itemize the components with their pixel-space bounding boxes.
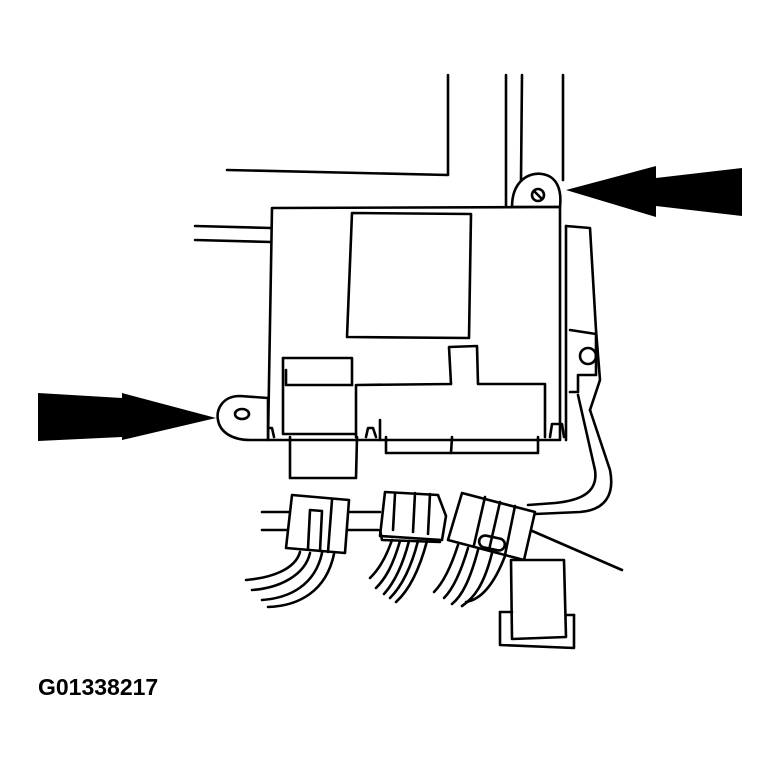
module-housing [262, 205, 602, 480]
middle-harness-connector [368, 490, 448, 604]
mounting-hole-icon [233, 407, 251, 421]
screw-icon [530, 187, 546, 203]
figure-id-label: G01338217 [38, 674, 159, 700]
right-harness-connector [432, 491, 537, 608]
left-mounting-tab [216, 394, 270, 442]
left-arrow-icon [38, 393, 216, 441]
wiring-harness [260, 393, 624, 572]
lower-bracket-clip [498, 558, 576, 650]
left-harness-connector [244, 493, 351, 609]
right-arrow-icon [566, 166, 742, 217]
background-structure [193, 73, 565, 244]
upper-mounting-tab [510, 172, 562, 209]
